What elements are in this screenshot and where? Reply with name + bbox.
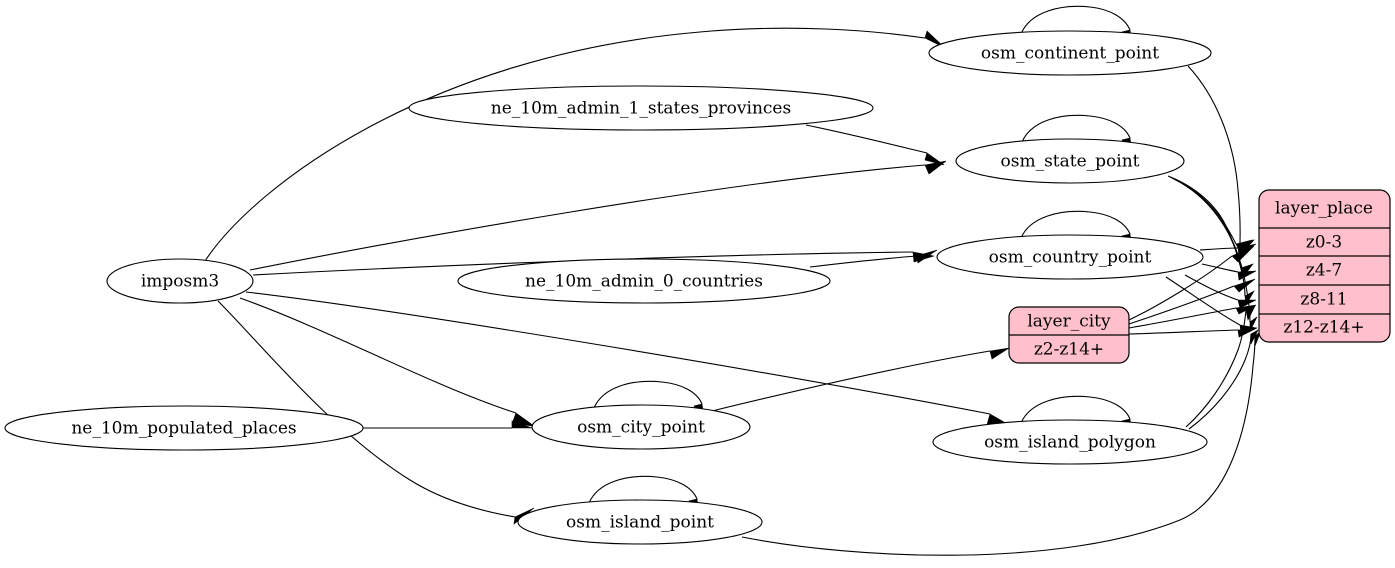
node-label-osm-continent-point: osm_continent_point [981,44,1159,64]
node-layer: imposm3 ne_10m_admin_1_states_provinces … [4,30,1212,545]
edge-layer [204,5,1262,556]
node-label-ne-states: ne_10m_admin_1_states_provinces [491,99,791,119]
edge-osm-city-point-to-layer-city [711,347,1010,412]
node-label-osm-island-point: osm_island_point [566,513,714,533]
layer-place-row-z0-3[interactable]: z0-3 [1306,233,1342,253]
edge-ne-countries-to-osm-country-point [809,249,938,268]
layer-city-row-z2-z14[interactable]: z2-z14+ [1034,340,1104,360]
node-osm-city-point[interactable]: osm_city_point [531,404,751,450]
layer-place-row-z8-11[interactable]: z8-11 [1300,290,1347,310]
edge-osm-island-polygon-to-layer-place-z8-11 [1185,305,1256,428]
node-osm-state-point[interactable]: osm_state_point [955,138,1185,184]
node-osm-country-point[interactable]: osm_country_point [936,234,1204,280]
node-label-ne-countries: ne_10m_admin_0_countries [525,272,763,292]
node-label-osm-city-point: osm_city_point [577,418,705,438]
node-osm-island-point[interactable]: osm_island_point [517,499,763,545]
node-label-ne-populated: ne_10m_populated_places [71,419,296,439]
node-label-osm-country-point: osm_country_point [989,248,1152,268]
record-node-layer-city[interactable]: layer_city z2-z14+ [1008,306,1130,364]
node-ne-10m-admin-1-states-provinces[interactable]: ne_10m_admin_1_states_provinces [408,85,874,131]
layer-place-row-z4-7[interactable]: z4-7 [1306,261,1342,281]
edge-osm-country-point-to-layer-place-z4-7 [1201,263,1257,281]
edge-layer-city-to-layer-place-z12 [1128,327,1258,338]
edge-osm-continent-point-to-layer-place-z0-3 [1187,65,1255,253]
edge-layer-city-to-layer-place-z4-7 [1128,278,1256,325]
layer-city-title: layer_city [1027,312,1111,332]
edge-layer-city-to-layer-place-z8-11 [1128,304,1257,329]
edge-imposm3-to-osm-city-point [239,297,536,427]
node-label-imposm3: imposm3 [141,272,219,292]
node-ne-10m-admin-0-countries[interactable]: ne_10m_admin_0_countries [457,258,831,304]
node-ne-10m-populated-places[interactable]: ne_10m_populated_places [4,405,364,451]
edge-osm-country-point-to-layer-place-z8-11 [1184,274,1257,309]
node-osm-continent-point[interactable]: osm_continent_point [928,30,1212,76]
record-node-layer-place[interactable]: layer_place z0-3 z4-7 z8-11 z12-z14+ [1258,189,1391,343]
edge-imposm3-to-osm-state-point [249,160,947,271]
edge-layer-city-to-layer-place-z0-3 [1128,245,1255,321]
edge-ne-states-to-osm-state-point [805,124,945,166]
edge-ne-populated-to-osm-city-point [363,420,533,429]
node-osm-island-polygon[interactable]: osm_island_polygon [932,419,1208,465]
node-label-osm-island-polygon: osm_island_polygon [984,433,1156,453]
edge-imposm3-to-osm-continent-point [204,27,946,262]
node-imposm3[interactable]: imposm3 [106,258,254,304]
layer-place-row-z12-z14[interactable]: z12-z14+ [1283,318,1364,338]
layer-place-title: layer_place [1275,199,1373,219]
node-label-osm-state-point: osm_state_point [1001,152,1140,172]
